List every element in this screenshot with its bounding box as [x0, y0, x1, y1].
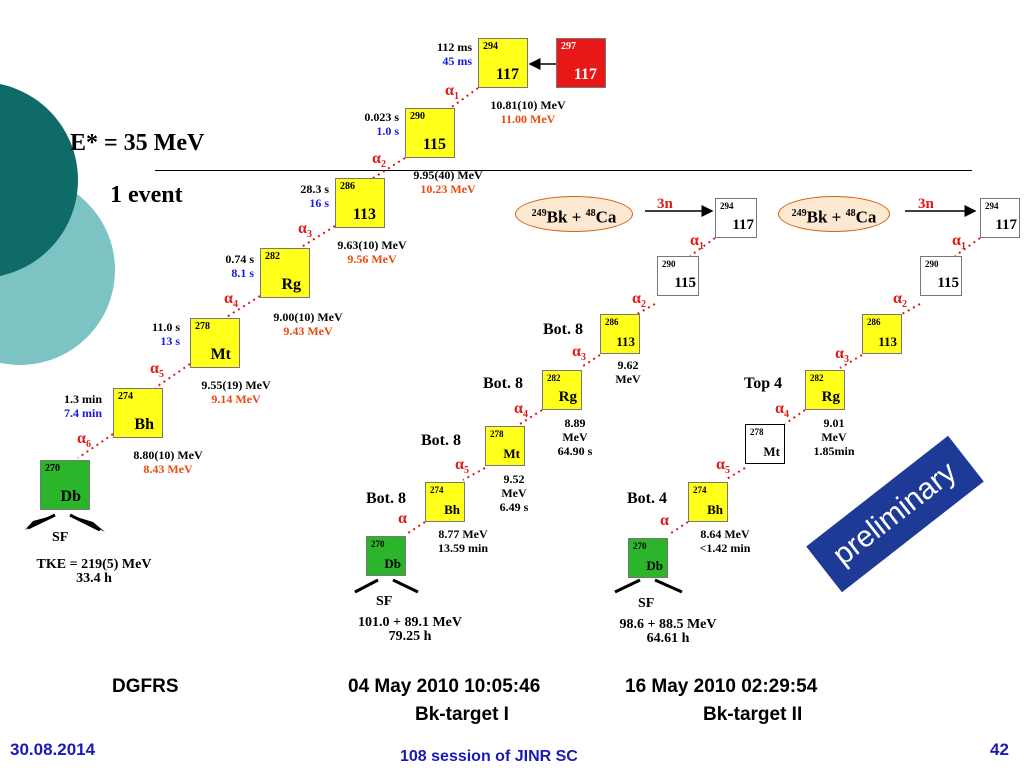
alpha-6-label: α6: [77, 430, 91, 451]
background-decoration: [0, 84, 115, 365]
event-count-label: 1 event: [110, 182, 183, 208]
c2-alpha-4: α4: [775, 400, 789, 421]
c1-alpha-2: α2: [632, 290, 646, 311]
reaction-ellipse-2: 249Bk + 48Ca: [778, 196, 890, 232]
channel-3n-2: 3n: [918, 196, 934, 212]
c1-bot-278: Bot. 8: [421, 432, 461, 449]
c1-alpha-4: α4: [514, 400, 528, 421]
chain2-date: 16 May 2010 02:29:54: [625, 676, 818, 697]
c1-alpha-1: α1: [690, 232, 704, 253]
dgfrs-label: DGFRS: [112, 676, 179, 697]
c2-alpha-2: α2: [893, 290, 907, 311]
alpha-3-label: α3: [298, 220, 312, 241]
c1-bot-274: Bot. 8: [366, 490, 406, 507]
c1-alpha-5: α5: [455, 456, 469, 477]
c1-bot-282: Bot. 8: [483, 375, 523, 392]
nucleus-297-117: 297 117: [556, 38, 606, 88]
c2-note-2: 8.64 MeV<1.42 min: [699, 527, 751, 555]
footer-title: 108 session of JINR SC: [400, 748, 578, 765]
left-sf-label: SF: [52, 530, 69, 545]
footer-date: 30.08.2014: [10, 740, 96, 759]
alpha-5-label: α5: [150, 360, 164, 381]
c2-bot-274: Bot. 4: [627, 490, 667, 507]
c2-alpha-1: α1: [952, 232, 966, 253]
dark-teal-circle: [0, 84, 78, 276]
c1-alpha-6: α: [398, 510, 407, 527]
alpha-1-label: α1: [445, 82, 459, 103]
chain1-target: Bk-target I: [415, 704, 509, 725]
c1-alpha-3: α3: [572, 343, 586, 364]
c2-alpha-3: α3: [835, 345, 849, 366]
c2-top-282: Top 4: [744, 375, 783, 392]
footer-page-number: 42: [990, 740, 1009, 759]
energy-label: E* = 35 MeV: [70, 130, 205, 156]
reaction-ellipse-1: 249Bk + 48Ca: [515, 196, 633, 232]
c2-alpha-5: α5: [716, 456, 730, 477]
alpha-2-label: α2: [372, 150, 386, 171]
alpha-4-label: α4: [224, 290, 238, 311]
divider-line: [155, 170, 972, 171]
chain1-date: 04 May 2010 10:05:46: [348, 676, 541, 697]
c2-alpha-6: α: [660, 512, 669, 529]
chain2-target: Bk-target II: [703, 704, 803, 725]
c1-bot-286: Bot. 8: [543, 321, 583, 338]
channel-3n-1: 3n: [657, 196, 673, 212]
c1-sf-label: SF: [376, 594, 393, 609]
c2-sf-label: SF: [638, 596, 655, 611]
